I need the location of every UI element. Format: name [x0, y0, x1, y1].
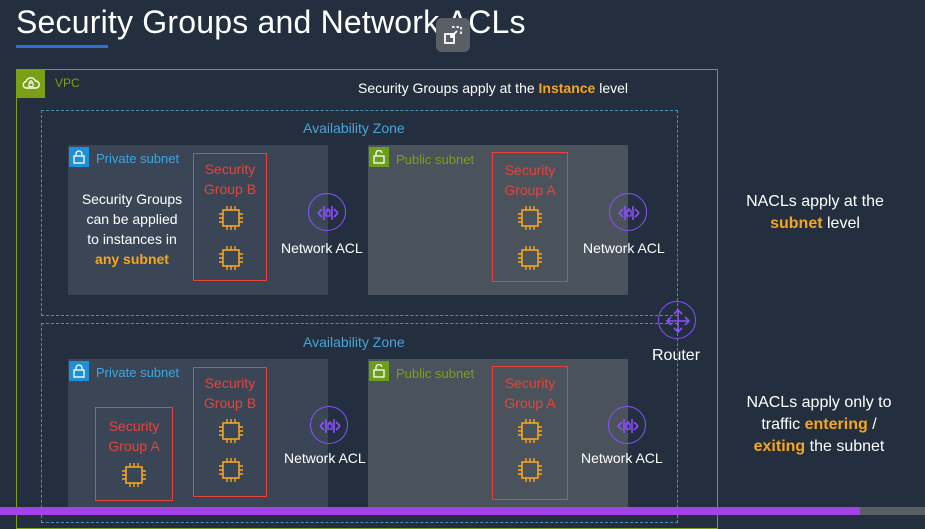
- network-acl-icon: [310, 406, 348, 444]
- sg-note-prefix: Security Groups apply at the: [358, 80, 539, 96]
- security-group-b-az2-label: Security Group B: [193, 373, 267, 413]
- public-subnet-2-label: Public subnet: [396, 366, 475, 381]
- private-subnet-1-label: Private subnet: [96, 151, 180, 166]
- availability-zone-2-label: Availability Zone: [303, 334, 405, 350]
- security-group-a-az1-label: Security Group A: [492, 160, 568, 200]
- sg-note-highlight: Instance: [538, 80, 596, 96]
- sg-note-suffix: level: [595, 80, 629, 96]
- sg-text-line2: can be applied: [86, 211, 178, 227]
- private-subnet-lock-icon: [69, 361, 89, 381]
- availability-zone-1: [41, 110, 678, 316]
- nacl-note-line2: subnet level: [730, 213, 900, 235]
- nacl-traffic-note: NACLs apply only to traffic entering / e…: [730, 392, 908, 458]
- ec2-instance-icon: [218, 457, 244, 483]
- sg-text-line1: Security Groups: [81, 191, 183, 207]
- nacl-traffic-line2: traffic entering /: [730, 414, 908, 436]
- availability-zone-1-label: Availability Zone: [303, 120, 405, 136]
- security-group-a-az2-private-label: Security Group A: [95, 416, 173, 456]
- network-acl-icon: [608, 406, 646, 444]
- security-group-b-az2: [193, 367, 267, 497]
- ec2-instance-icon: [517, 205, 543, 231]
- public-subnet-1-label: Public subnet: [396, 152, 475, 167]
- network-acl-label: Network ACL: [581, 450, 663, 466]
- security-groups-note: Security Groups apply at the Instance le…: [358, 80, 628, 96]
- security-group-a-az2-public: [492, 366, 568, 500]
- nacl-note-highlight: subnet: [770, 215, 823, 232]
- nacl-traffic-entering: entering: [804, 416, 868, 433]
- ec2-instance-icon: [517, 245, 543, 271]
- security-group-a-az1: [492, 152, 568, 282]
- public-subnet-2: [368, 359, 628, 507]
- sg-label-line1: Security: [204, 375, 256, 391]
- video-progress-fill[interactable]: [0, 507, 861, 515]
- public-subnet-lock-icon: [369, 147, 389, 167]
- sg-label-line2: Group B: [203, 181, 257, 197]
- nacl-subnet-level-note: NACLs apply at the subnet level: [730, 191, 900, 235]
- sg-label-line1: Security: [504, 375, 556, 391]
- sg-text-line3: to instances in: [87, 231, 177, 247]
- sg-label-line2: Group B: [203, 395, 257, 411]
- network-acl-label: Network ACL: [284, 450, 366, 466]
- security-group-b-az1-label: Security Group B: [193, 159, 267, 199]
- security-group-a-az2-private: [95, 407, 173, 501]
- public-subnet-1: [368, 145, 628, 295]
- ec2-instance-icon: [517, 457, 543, 483]
- private-subnet-2: [68, 359, 328, 507]
- nacl-note-suffix: level: [822, 215, 860, 232]
- exit-fullscreen-button[interactable]: [436, 18, 470, 52]
- vpc-icon: [17, 70, 45, 98]
- nacl-traffic-line1: NACLs apply only to: [746, 394, 892, 411]
- network-acl-icon: [609, 193, 647, 231]
- ec2-instance-icon: [218, 418, 244, 444]
- security-groups-any-subnet-note: Security Groups can be applied to instan…: [72, 189, 192, 269]
- sg-label-line2: Group A: [108, 438, 160, 454]
- nacl-note-line1: NACLs apply at the: [746, 193, 884, 210]
- security-group-a-az2-public-label: Security Group A: [492, 373, 568, 413]
- sg-label-line2: Group A: [504, 182, 556, 198]
- sg-label-line1: Security: [108, 418, 160, 434]
- private-subnet-lock-icon: [69, 147, 89, 167]
- nacl-traffic-prefix: traffic: [761, 416, 805, 433]
- security-group-b-az1: [193, 153, 267, 281]
- network-acl-label: Network ACL: [583, 240, 665, 256]
- network-acl-icon: [308, 193, 346, 231]
- title-underline: [16, 45, 108, 48]
- ec2-instance-icon: [517, 418, 543, 444]
- nacl-traffic-line3: exiting the subnet: [730, 436, 908, 458]
- private-subnet-2-label: Private subnet: [96, 365, 180, 380]
- sg-label-line1: Security: [504, 162, 556, 178]
- ec2-instance-icon: [121, 462, 147, 488]
- ec2-instance-icon: [218, 245, 244, 271]
- nacl-traffic-slash: /: [867, 416, 877, 433]
- public-subnet-lock-icon: [369, 361, 389, 381]
- ec2-instance-icon: [218, 205, 244, 231]
- sg-label-line2: Group A: [504, 395, 556, 411]
- sg-label-line1: Security: [204, 161, 256, 177]
- nacl-traffic-exiting: exiting: [753, 438, 806, 455]
- exit-fullscreen-icon: [444, 26, 462, 44]
- network-acl-label: Network ACL: [281, 240, 363, 256]
- vpc-label: VPC: [55, 76, 80, 90]
- router-label: Router: [652, 347, 701, 364]
- nacl-traffic-suffix: the subnet: [805, 438, 885, 455]
- private-subnet-1: [68, 145, 328, 295]
- sg-text-highlight: any subnet: [95, 251, 169, 267]
